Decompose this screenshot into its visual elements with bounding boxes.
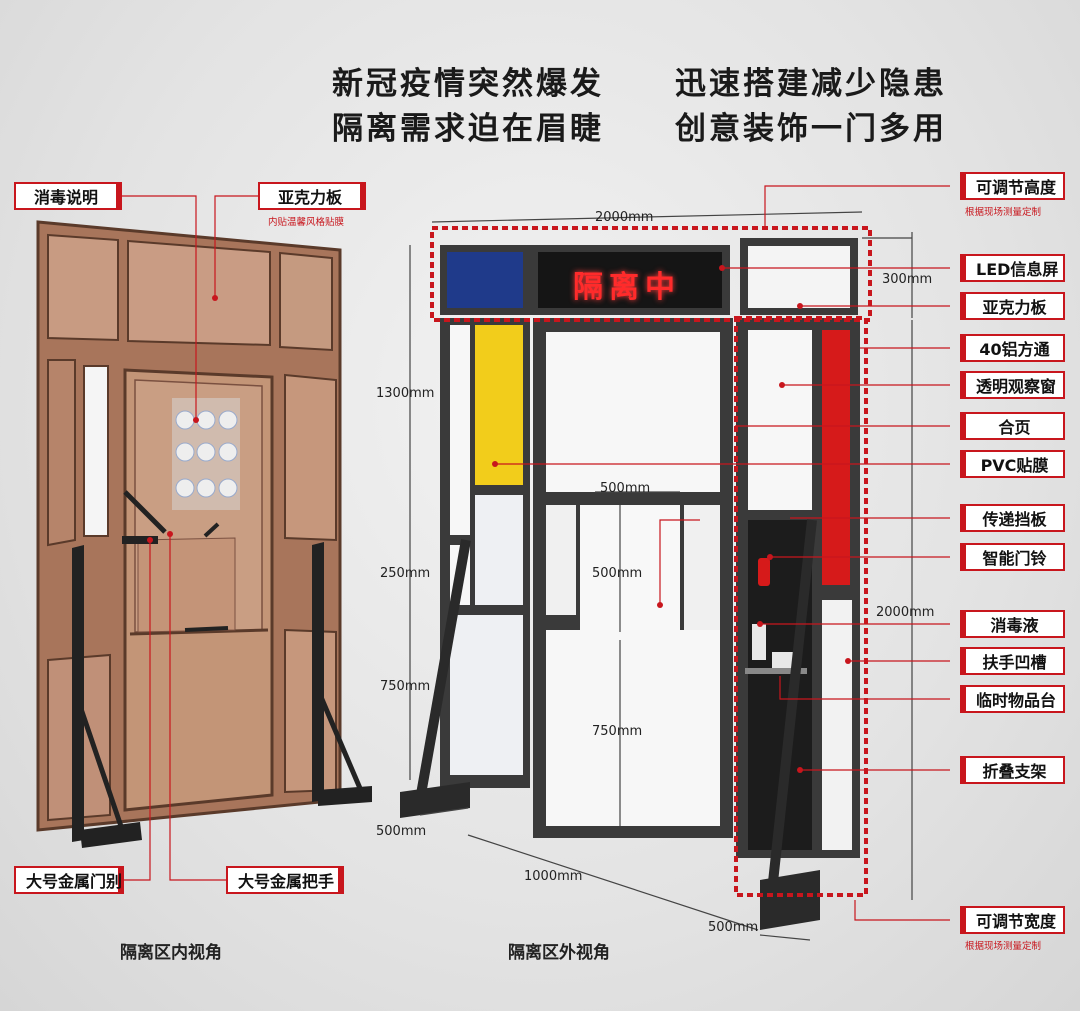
- label-handle-groove: 扶手凹槽: [960, 647, 1065, 675]
- dim-bottom-width: 1000mm: [524, 869, 583, 884]
- label-aluminum-tube: 40铝方通: [960, 334, 1065, 362]
- outside-view-door: [400, 211, 913, 941]
- dim-window-width: 500mm: [600, 481, 651, 496]
- label-folding-stand: 折叠支架: [960, 756, 1065, 784]
- label-metal-handle: 大号金属把手: [226, 866, 344, 894]
- dim-total-height: 2000mm: [876, 605, 935, 620]
- dim-base-depth-right: 500mm: [708, 920, 759, 935]
- dim-pass-height: 500mm: [592, 566, 643, 581]
- leader-lines: [108, 185, 950, 921]
- label-pass-baffle: 传递挡板: [960, 504, 1065, 532]
- caption-outside-view: 隔离区外视角: [508, 943, 610, 963]
- label-pvc-film: PVC贴膜: [960, 450, 1065, 478]
- inside-view-door: [36, 220, 372, 848]
- headline-right-2: 创意装饰一门多用: [675, 111, 947, 147]
- label-doorbell: 智能门铃: [960, 543, 1065, 571]
- label-metal-latch: 大号金属门别: [14, 866, 124, 894]
- dim-door-lower: 750mm: [592, 724, 643, 739]
- label-disinfect-instructions: 消毒说明: [14, 182, 122, 210]
- label-adjustable-width: 可调节宽度: [960, 906, 1065, 934]
- label-led-screen: LED信息屏: [960, 254, 1065, 282]
- dim-top-width: 2000mm: [595, 210, 654, 225]
- headline-left-2: 隔离需求迫在眉睫: [332, 111, 604, 147]
- adjustable-width-note: 根据现场测量定制: [965, 941, 1042, 952]
- label-sanitizer: 消毒液: [960, 610, 1065, 638]
- led-screen-text: 隔离中: [573, 270, 681, 305]
- acrylic-board-note: 内贴温馨风格贴膜: [268, 217, 345, 228]
- label-item-shelf: 临时物品台: [960, 685, 1065, 713]
- dim-lower-height: 750mm: [380, 679, 431, 694]
- headline-left-1: 新冠疫情突然爆发: [332, 66, 604, 102]
- label-acrylic-board-outside: 亚克力板: [960, 292, 1065, 320]
- label-adjustable-height: 可调节高度: [960, 172, 1065, 200]
- caption-inside-view: 隔离区内视角: [120, 943, 222, 963]
- label-hinge: 合页: [960, 412, 1065, 440]
- adjustable-height-note: 根据现场测量定制: [965, 207, 1042, 218]
- label-acrylic-board-inside: 亚克力板: [258, 182, 366, 210]
- dim-upper-height: 1300mm: [376, 386, 435, 401]
- label-observation-window: 透明观察窗: [960, 371, 1065, 399]
- headline-right-1: 迅速搭建减少隐患: [675, 66, 947, 102]
- dim-top-height: 300mm: [882, 272, 933, 287]
- dim-mid-height: 250mm: [380, 566, 431, 581]
- dim-base-depth: 500mm: [376, 824, 427, 839]
